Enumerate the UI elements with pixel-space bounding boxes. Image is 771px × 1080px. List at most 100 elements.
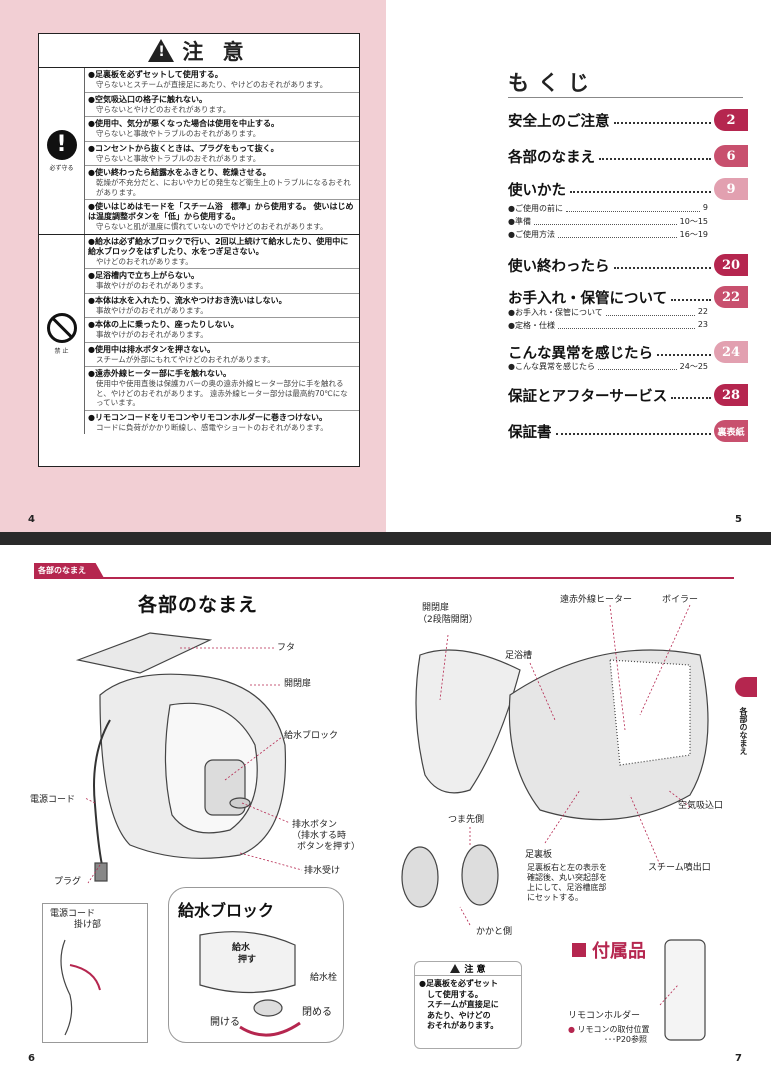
spread-pages-6-7: 各部のなまえ 各部のなまえ <box>0 545 771 1080</box>
section-tab: 各部のなまえ <box>34 563 104 578</box>
toc-leader-dots <box>657 348 711 356</box>
page-4: 注 意 ! 必ず守る 足裏板を必ずセットして使用する。守らないとスチームが直接足… <box>0 0 386 532</box>
toc-sub-label: 定格・仕様 <box>508 320 555 331</box>
toc-sub-entry[interactable]: 準備 10〜15 <box>508 216 708 227</box>
small-caution-line3: スチームが直接足に <box>427 1000 499 1009</box>
label-door-r2: （2段階開閉） <box>418 615 478 625</box>
toc-entry-page: 24 <box>714 341 748 363</box>
ban-item-sub: スチームが外部にもれてやけどのおそれがあります。 <box>96 354 275 364</box>
ban-group: 禁 止 給水は必ず給水ブロックで行い、2回以上続けて給水したり、使用中に給水ブロ… <box>39 234 359 435</box>
must-item-bold: コンセントから抜くときは、プラグをもって抜く。 <box>88 144 355 154</box>
accessory-title-text: 付属品 <box>592 941 646 962</box>
toc-leader-dots <box>671 391 711 399</box>
must-icon-cell: ! 必ず守る <box>39 68 85 234</box>
toc-entry-page: 裏表紙 <box>714 420 748 442</box>
toc-leader-dots <box>613 261 711 269</box>
caution-header: 注 意 <box>39 34 359 68</box>
toc-title: もくじ <box>508 71 598 95</box>
footplate-left <box>401 846 439 908</box>
toc-sub-page: 23 <box>697 320 708 329</box>
toc-sub-entry[interactable]: 定格・仕様 23 <box>508 320 708 331</box>
ban-item-sub: 事故やけがのおそれがあります。 <box>96 330 208 339</box>
exclamation-icon: ! <box>46 129 77 160</box>
toc-sub-dots <box>605 307 695 316</box>
ban-item-sub: やけどのおそれがあります。 <box>96 256 193 266</box>
label-cord-hook1: 電源コード <box>50 909 96 919</box>
toc-leader-dots <box>599 152 711 160</box>
must-item: コンセントから抜くときは、プラグをもって抜く。守らないと事故やトラブルのおそれが… <box>85 142 359 166</box>
must-item-bold: 足裏板を必ずセットして使用する。 <box>88 70 355 80</box>
toc-entry[interactable]: 使い終わったら 20 <box>508 254 748 276</box>
toc-sub-page: 10〜15 <box>679 217 708 226</box>
footplate-right <box>461 844 499 906</box>
caution-title: 注 意 <box>182 39 250 64</box>
toc-entry[interactable]: 保証書 裏表紙 <box>508 420 748 442</box>
ban-item-bold: リモコンコードをリモコンやリモコンホルダーに巻きつけない。 <box>88 413 355 423</box>
ban-item: 足浴槽内で立ち上がらない。事故やけがのおそれがあります。 <box>85 269 359 294</box>
toc-sub-dots <box>533 216 677 225</box>
foot-spa-main-illustration <box>75 632 287 882</box>
ban-item: 本体の上に乗ったり、座ったりしない。事故やけがのおそれがあります。 <box>85 318 359 343</box>
label-toe-side: つま先側 <box>448 815 485 825</box>
must-item-bold: 使用中、気分が悪くなった場合は使用を中止する。 <box>88 119 355 129</box>
ban-items: 給水は必ず給水ブロックで行い、2回以上続けて給水したり、使用中に給水ブロックをは… <box>85 235 359 435</box>
open-door-shape <box>415 649 521 794</box>
label-drain-button: 排水ボタン <box>292 820 338 830</box>
toc-sub-label: ご使用の前に <box>508 203 563 214</box>
toc-leader-dots <box>555 427 711 435</box>
toc-entry-label: お手入れ・保管について <box>508 290 668 307</box>
supply-block-illustration <box>199 931 301 1037</box>
ban-item-bold: 本体の上に乗ったり、座ったりしない。 <box>88 320 355 330</box>
ban-item: 給水は必ず給水ブロックで行い、2回以上続けて給水したり、使用中に給水ブロックをは… <box>85 235 359 269</box>
prohibited-icon <box>46 313 77 344</box>
toc-sub-entry[interactable]: ご使用の前に 9 <box>508 203 708 214</box>
label-drain-note2: ボタンを押す） <box>297 842 361 852</box>
ban-item-bold: 給水は必ず給水ブロックで行い、2回以上続けて給水したり、使用中に給水ブロックをは… <box>88 237 355 257</box>
spread-pages-4-5: 注 意 ! 必ず守る 足裏板を必ずセットして使用する。守らないとスチームが直接足… <box>0 0 771 532</box>
accessory-title: 付属品 <box>572 937 646 963</box>
small-caution-line5: おそれがあります。 <box>427 1021 499 1030</box>
label-steam-outlet: スチーム噴出口 <box>648 863 711 873</box>
label-drain-note1: （排水する時 <box>292 831 347 841</box>
toc-sub-page: 24〜25 <box>679 362 708 371</box>
plug-shape <box>94 862 108 882</box>
foot-spa-open-illustration <box>401 649 709 1041</box>
cord-shape <box>93 719 111 866</box>
must-item-sub: 乾燥が不充分だと、においやカビの発生など衛生上のトラブルになるおそれがあります。 <box>96 178 351 197</box>
page-number-7: 7 <box>735 1053 742 1064</box>
ban-item: 本体は水を入れたり、流水やつけおき洗いはしない。事故やけがのおそれがあります。 <box>85 294 359 318</box>
toc-sub-page: 9 <box>702 203 708 212</box>
toc-entry-page: 2 <box>714 109 748 131</box>
page-number-5: 5 <box>735 514 742 525</box>
must-items: 足裏板を必ずセットして使用する。守らないとスチームが直接足にあたり、やけどのおそ… <box>85 68 359 234</box>
label-supply-block: 給水ブロック <box>284 731 339 741</box>
section-line <box>34 577 734 579</box>
small-caution-line1: 足裏板を必ずセット <box>419 979 498 988</box>
toc-sub-label: 準備 <box>508 216 531 227</box>
label-remote-holder: リモコンホルダー <box>568 1011 641 1021</box>
label-cap2: 押す <box>238 955 257 965</box>
toc-entry[interactable]: 使いかた 9 <box>508 178 748 200</box>
supply-block-detail <box>168 887 344 1043</box>
must-item-bold: 空気吸込口の格子に触れない。 <box>88 95 355 105</box>
toc-entry-label: 使い終わったら <box>508 258 610 275</box>
square-bullet-icon <box>572 943 586 957</box>
label-cap1: 給水 <box>232 943 251 953</box>
toc-entry-label: 使いかた <box>508 182 566 199</box>
must-group: ! 必ず守る 足裏板を必ずセットして使用する。守らないとスチームが直接足にあたり… <box>39 68 359 235</box>
ban-item-bold: 遠赤外線ヒーター部に手を触れない。 <box>88 369 355 379</box>
toc-entry-page: 20 <box>714 254 748 276</box>
toc-rule <box>508 97 743 98</box>
toc-entry-label: 保証書 <box>508 424 552 441</box>
label-air-inlet: 空気吸込口 <box>678 801 724 811</box>
warning-triangle-icon <box>148 39 175 62</box>
toc-entry-page: 9 <box>714 178 748 200</box>
